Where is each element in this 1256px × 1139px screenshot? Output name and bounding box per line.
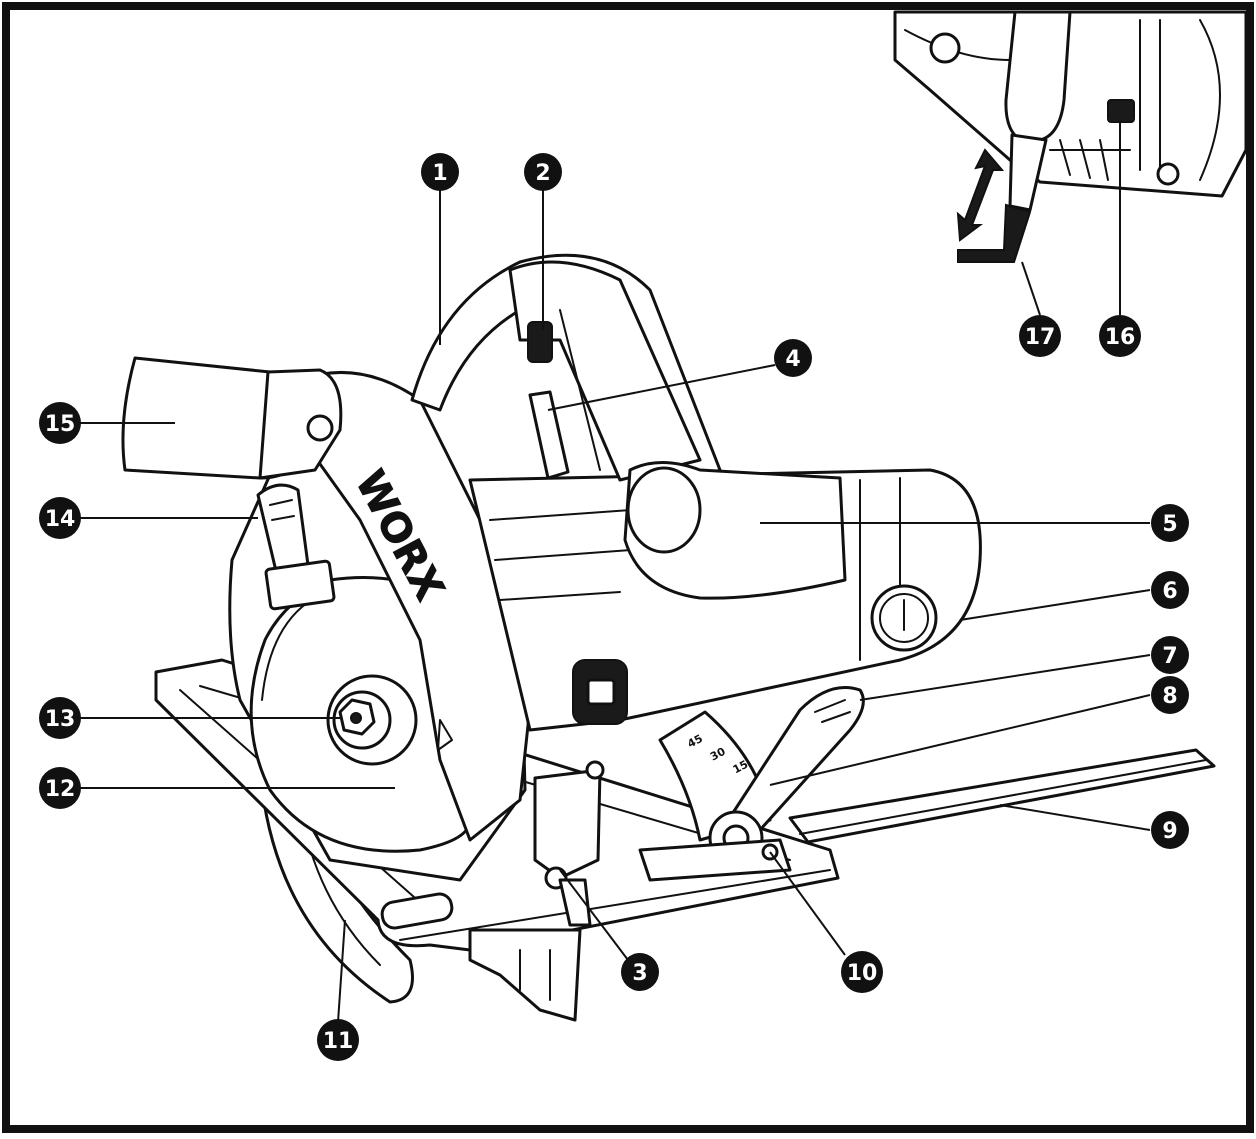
callout-9: 9 [1151,811,1189,849]
trigger-switch [528,390,570,480]
svg-text:9: 9 [1162,819,1177,844]
svg-text:15: 15 [45,412,76,437]
cutting-line-indicator [533,768,602,880]
bevel-tick-45: 45 [685,732,705,751]
circular-saw: WORX 45 30 15 [121,253,1216,1022]
parallel-guide [788,748,1216,844]
svg-text:14: 14 [45,507,76,532]
callout-15: 15 [39,402,81,444]
svg-text:1: 1 [432,161,447,186]
svg-text:7: 7 [1162,644,1177,669]
callout-1: 1 [421,153,459,191]
double-arrow-icon [956,148,1005,242]
svg-text:8: 8 [1162,684,1177,709]
svg-text:13: 13 [45,707,76,732]
bevel-tick-15: 15 [731,758,751,777]
callout-14: 14 [39,497,81,539]
riving-knife [468,928,582,1022]
main-handle [410,253,722,482]
svg-text:10: 10 [847,961,878,986]
callout-6: 6 [1151,571,1189,609]
callout-badges: 1 2 3 4 5 6 7 8 9 10 11 12 13 14 15 16 1… [39,153,1189,1061]
svg-text:11: 11 [323,1029,354,1054]
callout-8: 8 [1151,676,1189,714]
inset-screw-icon [929,32,961,64]
leader-lines [78,120,1151,1023]
callout-3: 3 [621,953,659,991]
hex-key-icon [957,203,1032,263]
blade-lock-icon [1107,99,1135,123]
lock-off-button [527,321,553,363]
svg-text:16: 16 [1105,325,1136,350]
svg-text:17: 17 [1025,325,1056,350]
callout-12: 12 [39,767,81,809]
svg-text:3: 3 [632,961,647,986]
callout-7: 7 [1151,636,1189,674]
callout-4: 4 [774,339,812,377]
svg-text:5: 5 [1162,512,1177,537]
callout-11: 11 [317,1019,359,1061]
callout-13: 13 [39,697,81,739]
bevel-tick-30: 30 [708,745,728,764]
svg-text:6: 6 [1162,579,1177,604]
callout-10: 10 [841,951,883,993]
inset-detail [893,10,1248,263]
callout-2: 2 [524,153,562,191]
bevel-lever [723,686,865,832]
callout-17: 17 [1019,315,1061,357]
svg-text:2: 2 [535,161,550,186]
callout-16: 16 [1099,315,1141,357]
svg-text:12: 12 [45,777,76,802]
svg-text:4: 4 [785,347,800,372]
callout-5: 5 [1151,504,1189,542]
